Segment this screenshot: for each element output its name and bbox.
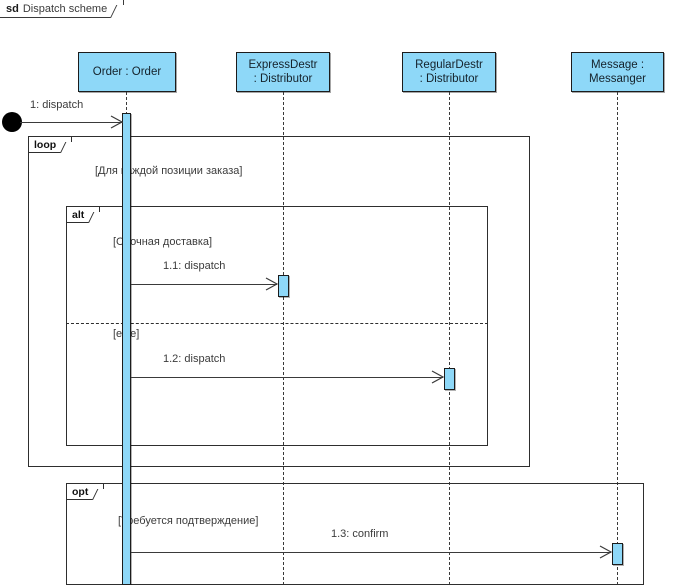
message-arrowhead-1-1 — [265, 277, 278, 291]
message-line-1-1[interactable] — [131, 284, 277, 285]
lifeline-label-line2: Messanger — [589, 73, 646, 85]
message-line-1-2[interactable] — [131, 377, 443, 378]
lifeline-label-line2: : Distributor — [253, 73, 313, 85]
fragment-guard-loop: [Для каждой позиции заказа] — [95, 165, 243, 177]
lifeline-label-line1: Message : — [590, 59, 645, 71]
lifeline-head-expressdestr[interactable]: ExpressDestr : Distributor — [236, 52, 330, 92]
fragment-alt-else-divider — [66, 323, 488, 324]
message-line-1-3[interactable] — [131, 552, 611, 553]
message-arrowhead-1-2 — [431, 370, 444, 384]
message-label-1-1: 1.1: dispatch — [163, 260, 226, 272]
activation-order[interactable] — [122, 113, 131, 585]
lifeline-label-line1: Order : Order — [92, 66, 162, 78]
message-label-1: 1: dispatch — [30, 99, 84, 111]
fragment-loop[interactable]: loop — [28, 136, 530, 467]
diagram-frame-tab: sd Dispatch scheme — [0, 0, 125, 18]
diagram-kind-keyword: sd — [6, 2, 19, 15]
activation-expressdestr[interactable] — [278, 275, 289, 297]
lifeline-head-order[interactable]: Order : Order — [78, 52, 176, 92]
lifeline-head-regulardestr[interactable]: RegularDestr : Distributor — [402, 52, 496, 92]
activation-regulardestr[interactable] — [444, 368, 455, 390]
message-arrowhead-1 — [110, 115, 123, 129]
start-node[interactable] — [2, 112, 22, 132]
fragment-operator-opt: opt — [67, 484, 105, 500]
lifeline-stem-messenger — [617, 92, 618, 585]
lifeline-head-messenger[interactable]: Message : Messanger — [571, 52, 664, 92]
message-line-1[interactable] — [20, 122, 123, 123]
fragment-guard-alt: [Срочная доставка] — [113, 236, 213, 248]
activation-messenger[interactable] — [612, 543, 623, 565]
lifeline-stem-regulardestr — [449, 92, 450, 585]
message-label-1-3: 1.3: confirm — [331, 528, 389, 540]
fragment-operator-alt: alt — [67, 207, 101, 223]
fragment-guard-opt: [Требуется подтверждение] — [118, 515, 259, 527]
diagram-title: Dispatch scheme — [22, 2, 108, 15]
lifeline-label-line2: : Distributor — [419, 73, 479, 85]
lifeline-label-line1: ExpressDestr — [248, 59, 318, 71]
fragment-operator-loop: loop — [29, 137, 73, 153]
message-label-1-2: 1.2: dispatch — [163, 353, 226, 365]
lifeline-label-line1: RegularDestr — [415, 59, 483, 71]
fragment-alt[interactable]: alt — [66, 206, 488, 446]
lifeline-stem-expressdestr — [283, 92, 284, 585]
message-arrowhead-1-3 — [599, 545, 612, 559]
